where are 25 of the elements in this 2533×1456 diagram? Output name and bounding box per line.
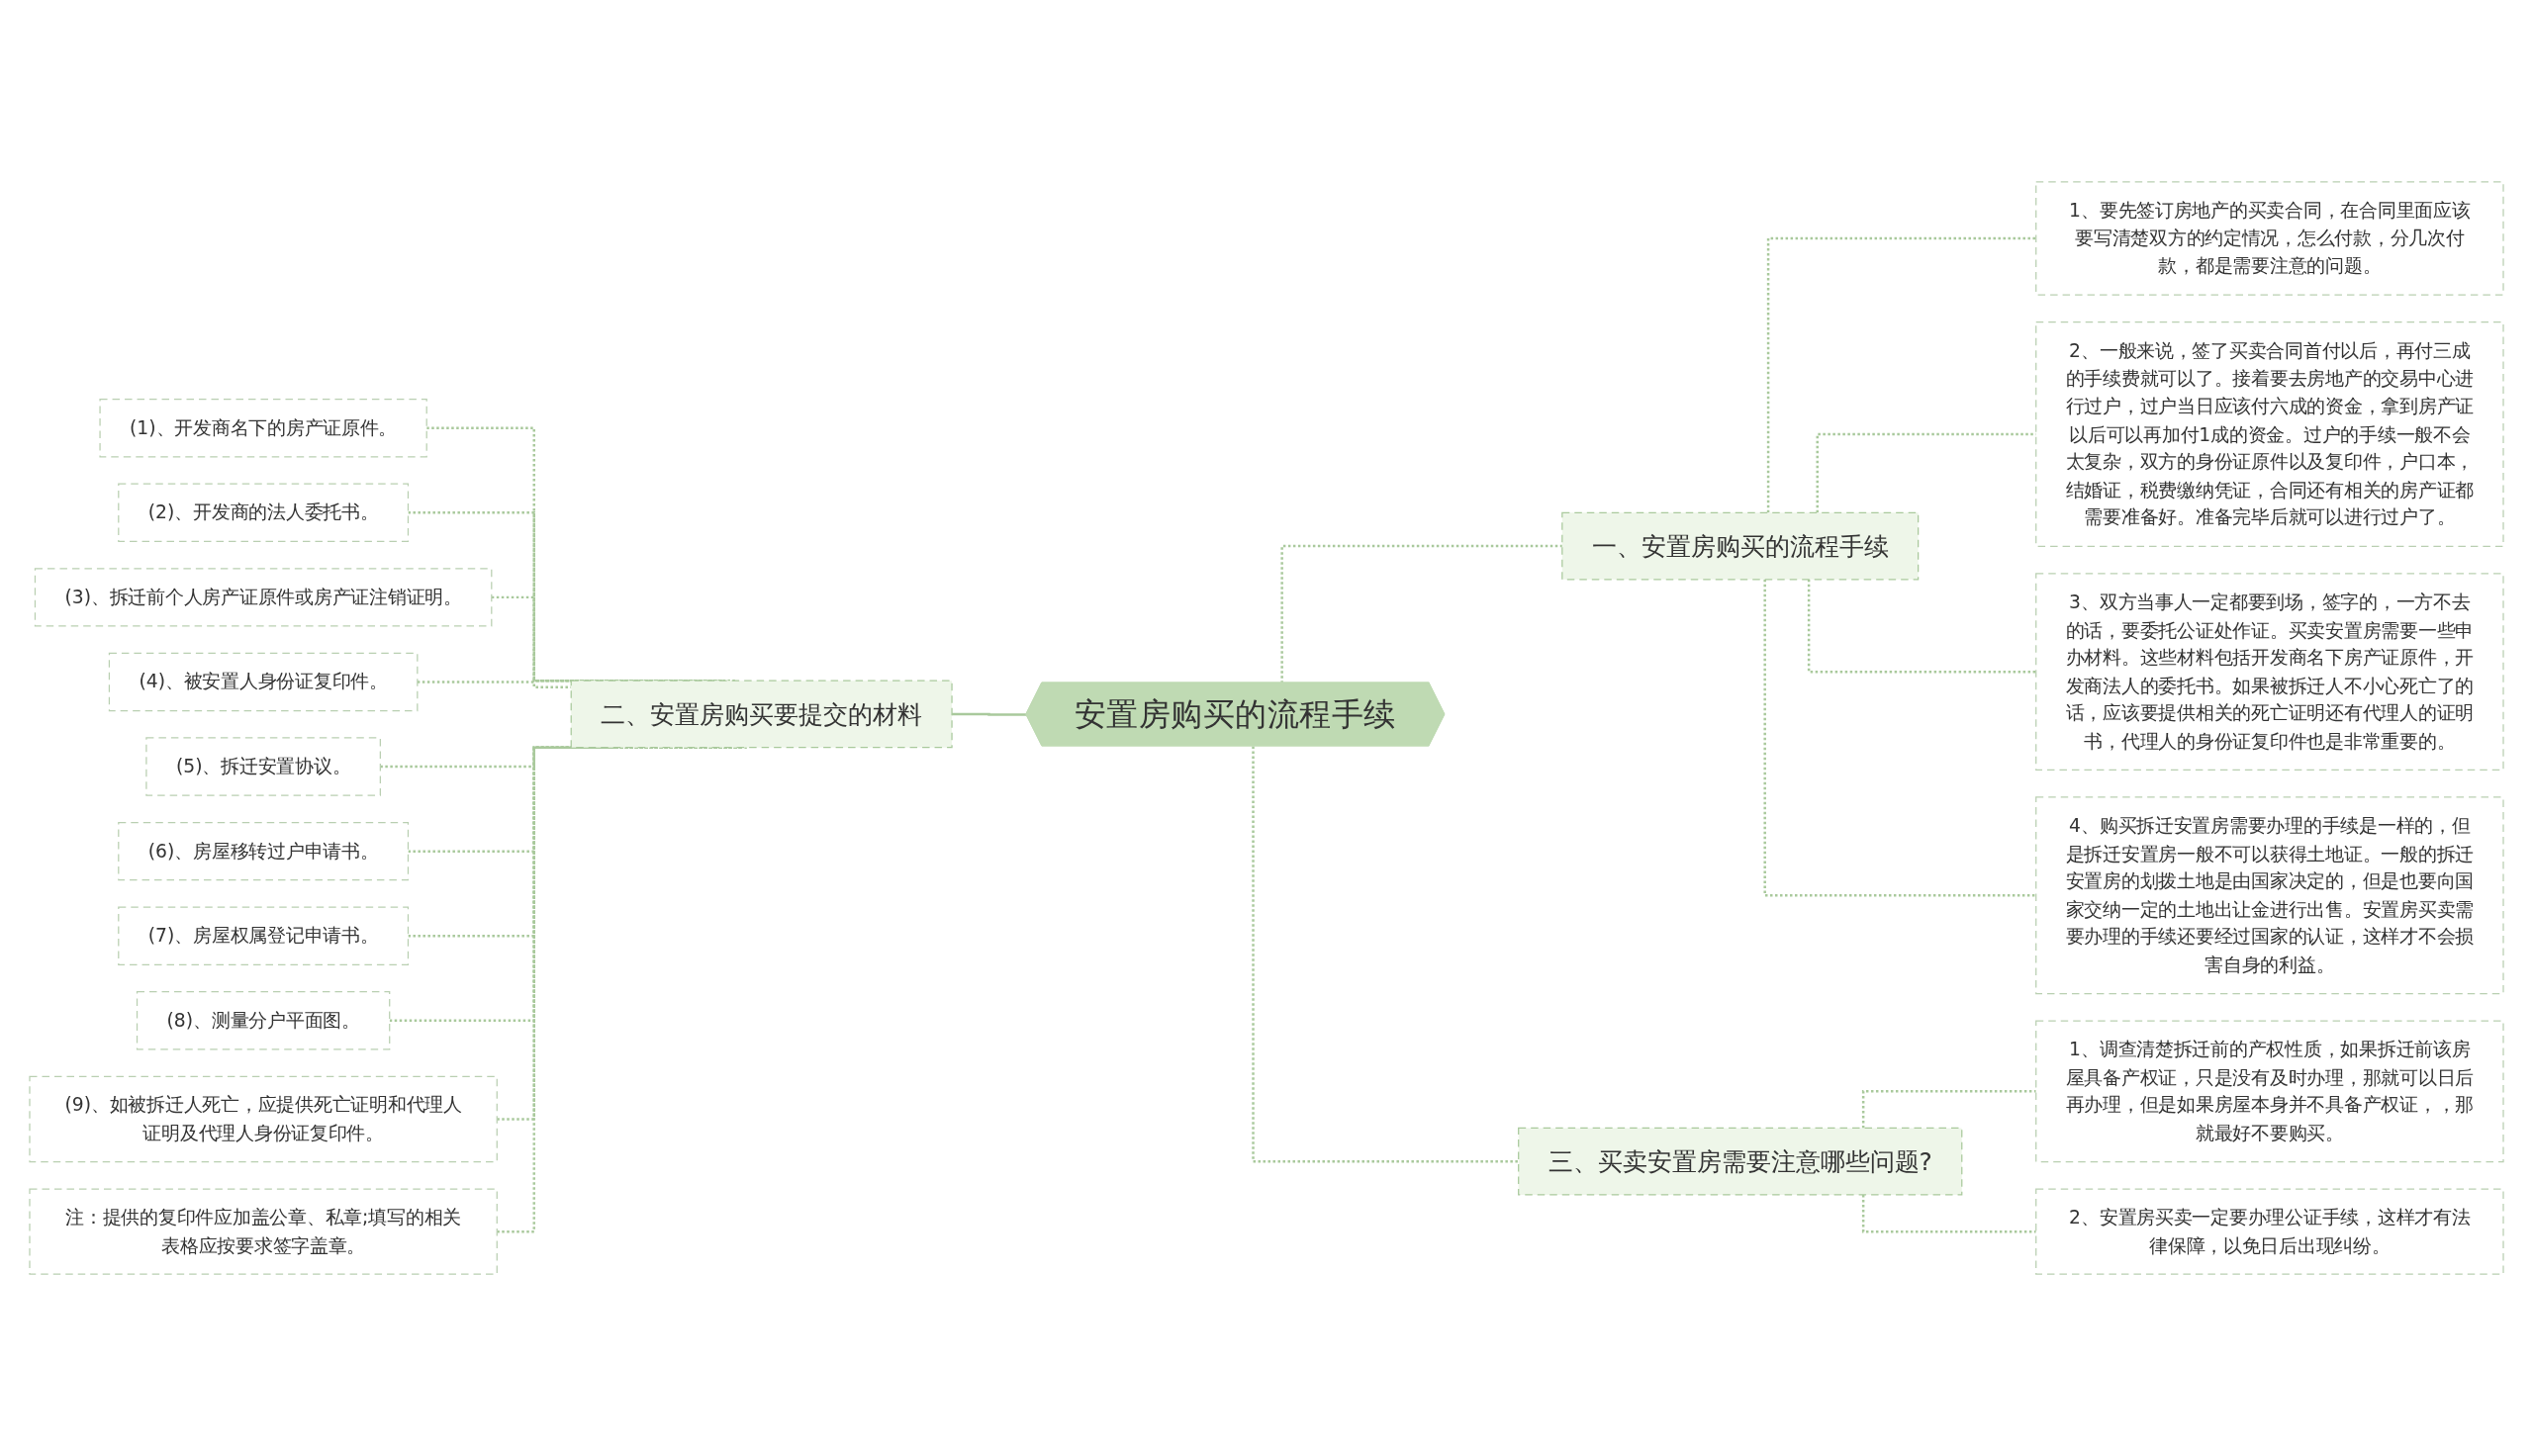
topic-box: (7)、房屋权属登记申请书。 — [118, 906, 410, 965]
central-topic-hexagon: 安置房购买的流程手续 — [1025, 682, 1446, 747]
topic-box: 1、要先签订房地产的买卖合同，在合同里面应该要写清楚双方的约定情况，怎么付款，分几次付款，都是需要注意的问题。 — [2035, 181, 2504, 296]
topic-box: (8)、测量分户平面图。 — [136, 991, 391, 1050]
topic-box: 4、购买拆迁安置房需要办理的手续是一样的，但是拆迁安置房一般不可以获得土地证。一般的拆迁安置房的划拨土地是由国家决定的，但是也要向国家交纳一定的土地出让金进行出售。安置房买卖需要办理的手续还要经过国家的认证，这样才不会损害自身的利益。 — [2035, 796, 2504, 995]
connector-line — [1807, 579, 2036, 674]
topic-box: (4)、被安置人身份证复印件。 — [108, 652, 419, 712]
topic-box: 1、调查清楚拆迁前的产权性质，如果拆迁前该房屋具备产权证，只是没有及时办理，那就可以日后再办理，但是如果房屋本身并不具备产权证，，那就最好不要购买。 — [2035, 1020, 2504, 1163]
topic-box: (1)、开发商名下的房产证原件。 — [99, 399, 427, 458]
topic-box: 注：提供的复印件应加盖公章、私章;填写的相关表格应按要求签字盖章。 — [29, 1188, 498, 1275]
topic-box: 一、安置房购买的流程手续 — [1561, 511, 1920, 581]
topic-box: (2)、开发商的法人委托书。 — [118, 483, 410, 542]
connector-line — [1252, 746, 1519, 1163]
topic-box: (6)、房屋移转过户申请书。 — [118, 821, 410, 881]
connector-line — [1816, 432, 2036, 513]
topic-box: 二、安置房购买要提交的材料 — [570, 680, 953, 749]
topic-box: (3)、拆迁前个人房产证原件或房产证注销证明。 — [34, 568, 493, 627]
topic-box: (9)、如被拆迁人死亡，应提供死亡证明和代理人证明及代理人身份证复印件。 — [29, 1075, 498, 1163]
topic-box: (5)、拆迁安置协议。 — [145, 737, 381, 796]
topic-box: 2、安置房买卖一定要办理公证手续，这样才有法律保障，以免日后出现纠纷。 — [2035, 1188, 2504, 1275]
topic-box: 3、双方当事人一定都要到场，签字的，一方不去的话，要委托公证处作证。买卖安置房需要一些申办材料。这些材料包括开发商名下房产证原件，开发商法人的委托书。如果被拆迁人不小心死亡了的话，应该要提供相关的死亡证明还有代理人的证明书，代理人的身份证复印件也是非常重要的。 — [2035, 573, 2504, 772]
topic-box: 2、一般来说，签了买卖合同首付以后，再付三成的手续费就可以了。接着要去房地产的交易中心进行过户，过户当日应该付六成的资金，拿到房产证以后可以再加付1成的资金。过户的手续一般不会太复杂，双方的身份证原件以及复印件，户口本，结婚证，税费缴纳凭证，合同还有相关的房产证都需要准备好。准备完毕后就可以进行过户了。 — [2035, 320, 2504, 547]
topic-box: 三、买卖安置房需要注意哪些问题? — [1518, 1127, 1963, 1196]
connector-line — [1766, 236, 2036, 513]
connector-line — [1763, 579, 2036, 897]
